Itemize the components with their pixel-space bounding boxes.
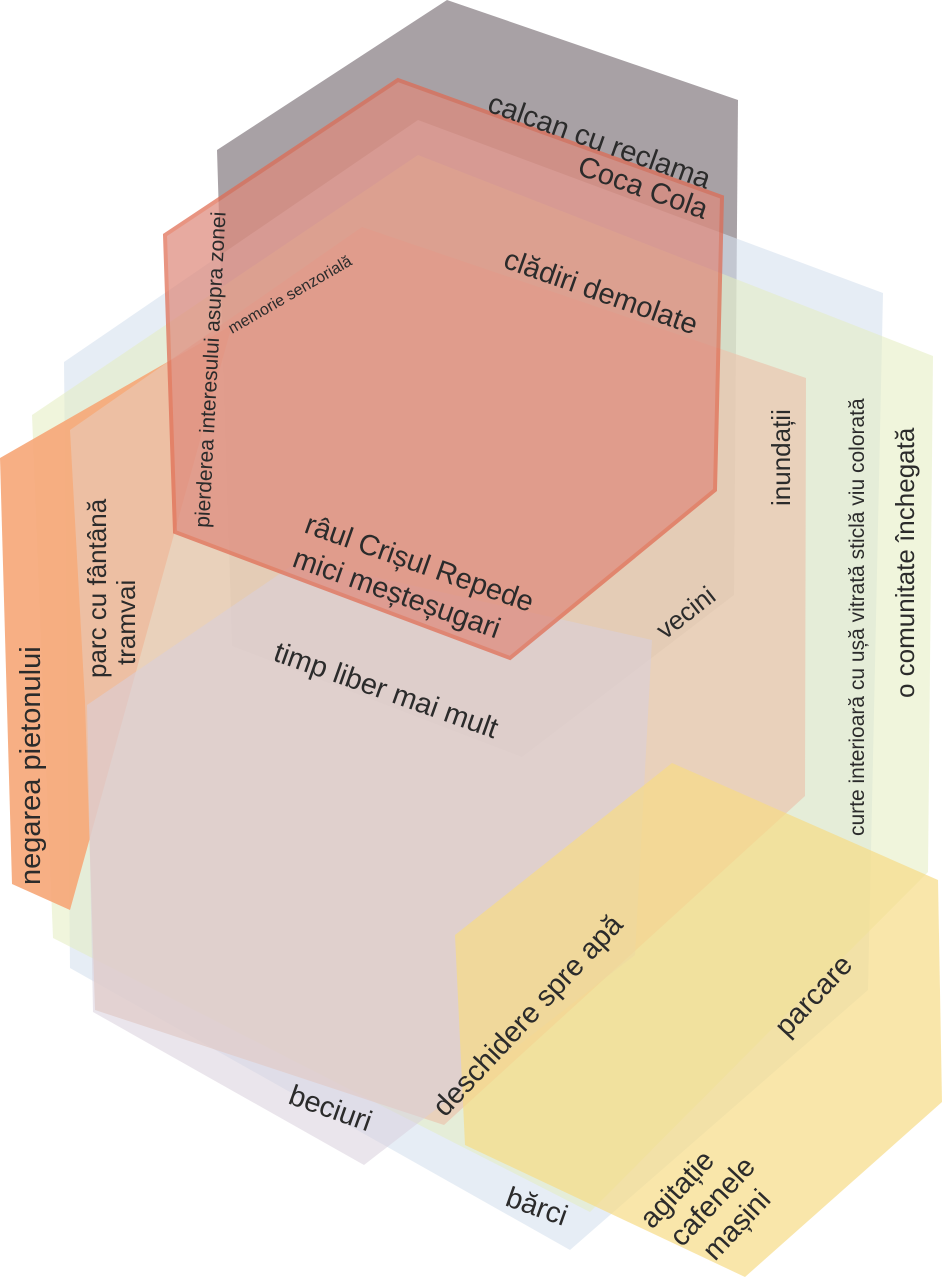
label-parc: parc cu fântână (82, 498, 112, 678)
label-tramvai: tramvai (111, 580, 141, 665)
yellow-region (455, 763, 942, 1277)
label-curte: curte interioară cu ușă vitrată sticlă v… (846, 398, 869, 836)
label-negarea: negarea pietonului (15, 646, 47, 885)
label-comunitate: o comunitate închegată (890, 427, 920, 698)
red-hexagon-region (162, 77, 725, 661)
label-inundatii: inundații (766, 409, 796, 506)
